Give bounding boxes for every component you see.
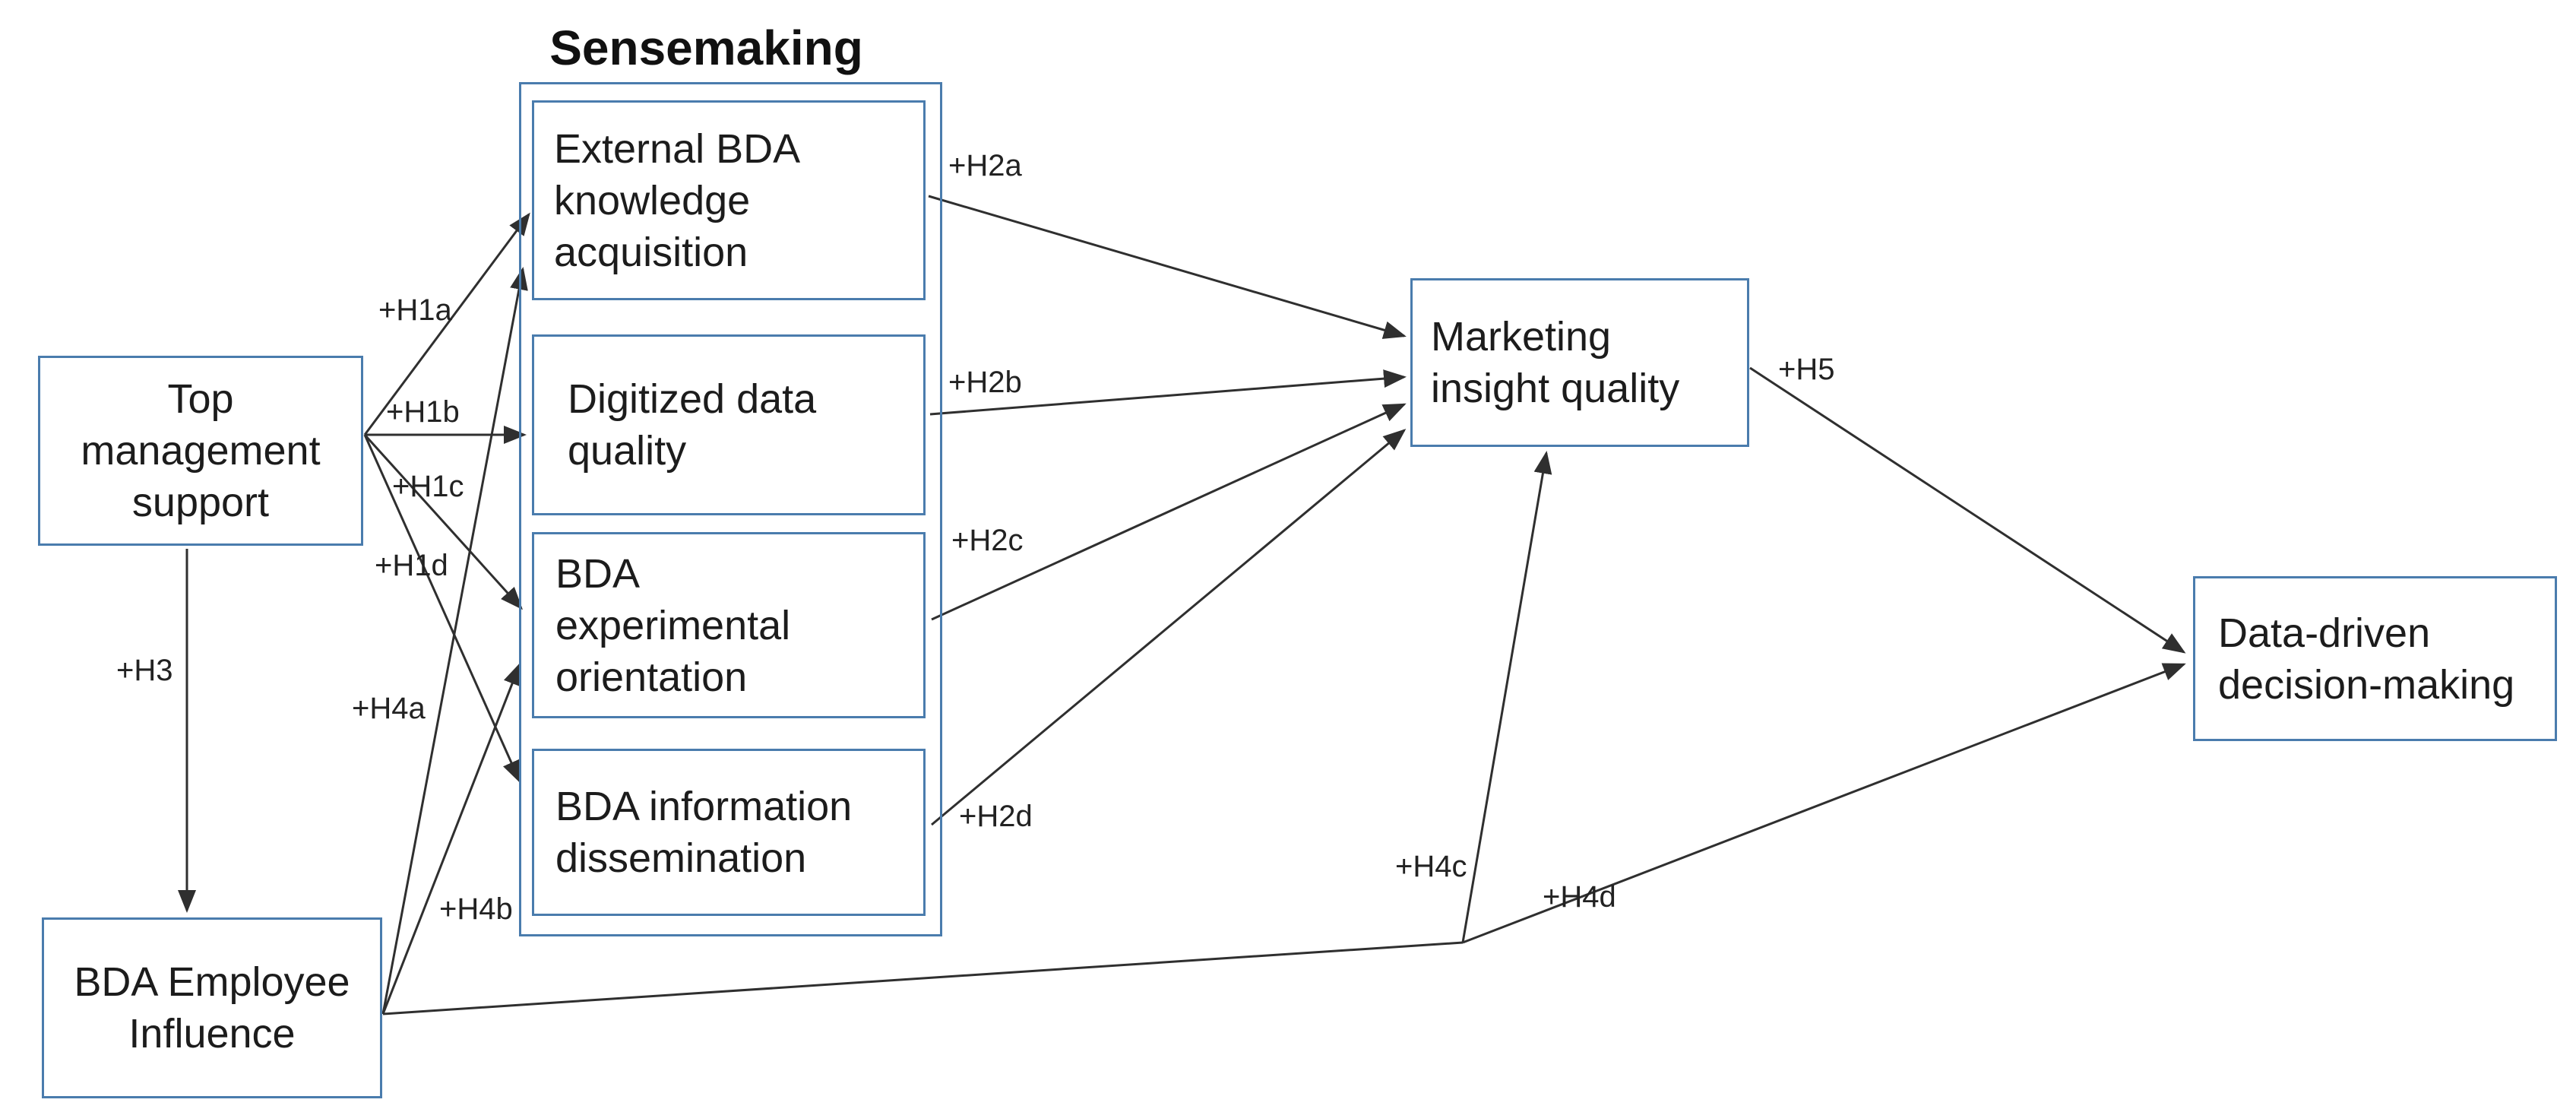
edge-label-h4c: +H4c bbox=[1395, 850, 1467, 883]
edge-label-h2a: +H2a bbox=[948, 149, 1022, 182]
edge-label-h1c: +H1c bbox=[392, 470, 464, 503]
arrow-h2c bbox=[931, 403, 1407, 621]
node-bda-information-dissemination: BDA information dissemination bbox=[532, 749, 926, 916]
edge-label-h1a: +H1a bbox=[378, 293, 452, 327]
sensemaking-group-box bbox=[519, 82, 942, 936]
node-bda-experimental-orientation: BDA experimental orientation bbox=[532, 532, 926, 718]
node-external-bda-knowledge-acquisition: External BDA knowledge acquisition bbox=[532, 100, 926, 300]
edge-label-h4a: +H4a bbox=[352, 692, 426, 725]
node-bda-employee-influence: BDA Employee Influence bbox=[42, 917, 382, 1098]
arrow-h2d bbox=[931, 429, 1407, 826]
edge-label-h4b: +H4b bbox=[439, 892, 513, 926]
sensemaking-group-title: Sensemaking bbox=[549, 21, 863, 75]
arrow-h1c bbox=[363, 433, 524, 610]
arrow-h4d bbox=[1462, 663, 2186, 944]
node-top-management-support: Top management support bbox=[38, 356, 363, 546]
node-data-driven-decision-making: Data-driven decision-making bbox=[2193, 576, 2557, 741]
edge-label-h1d: +H1d bbox=[375, 549, 448, 582]
arrow-h1d bbox=[363, 434, 521, 784]
arrow-h1a bbox=[363, 212, 530, 436]
edge-label-h2d: +H2d bbox=[959, 800, 1033, 833]
edge-label-h3: +H3 bbox=[116, 654, 173, 687]
arrow-h4c bbox=[1461, 451, 1552, 943]
edge-label-h5: +H5 bbox=[1778, 353, 1835, 386]
edge-label-h4d: +H4d bbox=[1543, 880, 1616, 914]
arrow-h4-trunk bbox=[382, 941, 1464, 1016]
edge-label-h1b: +H1b bbox=[386, 395, 460, 429]
node-marketing-insight-quality: Marketing insight quality bbox=[1410, 278, 1749, 447]
node-digitized-data-quality: Digitized data quality bbox=[532, 334, 926, 515]
edge-label-h2c: +H2c bbox=[951, 524, 1024, 557]
arrow-h2b bbox=[929, 369, 1407, 416]
arrow-h5 bbox=[1749, 366, 2186, 654]
arrow-h2a bbox=[928, 195, 1407, 339]
arrow-h4b bbox=[381, 662, 521, 1015]
arrow-h4a bbox=[381, 267, 528, 1015]
edge-label-h2b: +H2b bbox=[948, 366, 1022, 399]
